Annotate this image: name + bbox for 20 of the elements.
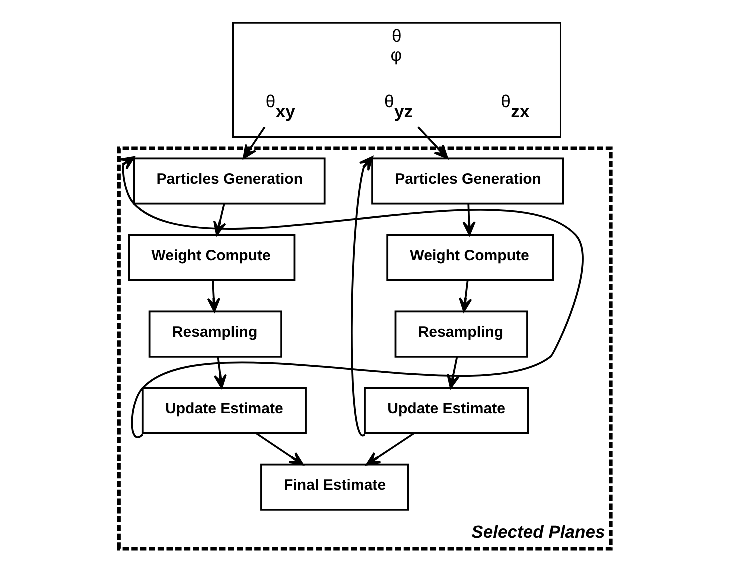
- node-box: Update Estimate: [142, 387, 307, 434]
- arrow: [366, 432, 415, 466]
- node-box: Weight Compute: [386, 234, 554, 282]
- arrow: [243, 126, 266, 160]
- node-box: Resampling: [394, 310, 528, 358]
- arrow: [418, 126, 449, 160]
- node-box: Final Estimate: [260, 464, 410, 511]
- arrow: [207, 280, 221, 312]
- arrow: [214, 356, 227, 389]
- arrow: [459, 280, 472, 312]
- node-box: Particles Generation: [372, 158, 564, 205]
- arrow: [256, 432, 304, 466]
- node-box: Particles Generation: [133, 158, 326, 205]
- arrow: [447, 356, 460, 389]
- node-box: Resampling: [148, 310, 282, 358]
- arrow: [351, 156, 374, 436]
- arrow: [120, 156, 584, 436]
- node-box: Weight Compute: [128, 234, 296, 282]
- node-box: Update Estimate: [364, 387, 530, 434]
- arrow: [462, 204, 476, 236]
